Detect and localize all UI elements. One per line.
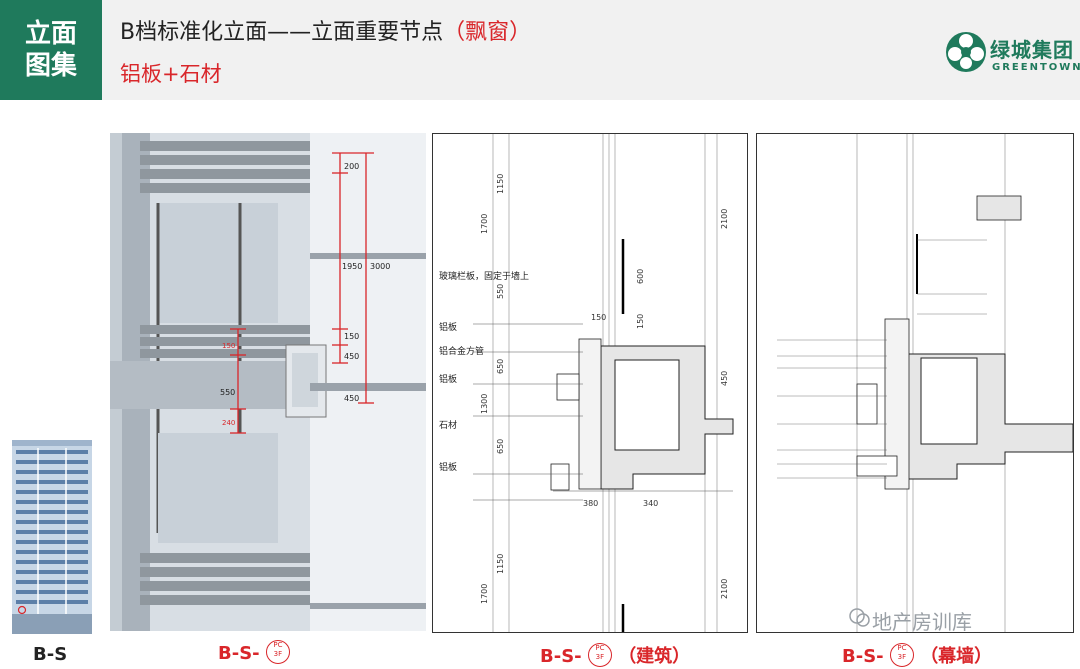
arch-dim-h150: 150 bbox=[591, 313, 606, 322]
curtain-wall-section-drawing bbox=[756, 133, 1074, 633]
render-dim-150b: 150 bbox=[222, 342, 235, 350]
arch-dim-150: 150 bbox=[636, 314, 645, 329]
building-thumbnail bbox=[12, 440, 92, 634]
arch-dim-2100a: 2100 bbox=[720, 209, 729, 229]
render-dim-550: 550 bbox=[220, 388, 235, 397]
curtain-caption-suffix: （幕墙） bbox=[920, 646, 993, 667]
arch-dim-1150a: 1150 bbox=[496, 174, 505, 194]
arch-dim-h380: 380 bbox=[583, 499, 598, 508]
arch-dim-h340: 340 bbox=[643, 499, 658, 508]
arch-caption-prefix: B-S- bbox=[540, 646, 582, 667]
arch-dim-1150b: 1150 bbox=[496, 554, 505, 574]
arch-dim-1700b: 1700 bbox=[480, 584, 489, 604]
arch-dim-1300: 1300 bbox=[480, 394, 489, 414]
arch-label-alu-tube: 铝合金方管 bbox=[439, 345, 484, 357]
arch-label-alu1: 铝板 bbox=[439, 321, 457, 333]
render-dim-1950: 1950 bbox=[342, 262, 362, 271]
watermark-text: 地产房训库 bbox=[872, 610, 972, 634]
render-dim-150: 150 bbox=[344, 332, 359, 341]
section-tag: 立面 图集 bbox=[0, 0, 102, 100]
logo-text-en: GREENTOWN bbox=[992, 62, 1080, 73]
architectural-section-drawing: 玻璃栏板，固定于墙上 铝板 铝合金方管 铝板 石材 铝板 1150 1700 5… bbox=[432, 133, 748, 633]
render-section-view: 200 1950 3000 150 450 550 450 150 240 bbox=[110, 133, 426, 631]
arch-dim-650a: 650 bbox=[496, 359, 505, 374]
arch-caption-suffix: （建筑） bbox=[618, 646, 691, 667]
header-bar bbox=[102, 0, 1080, 100]
render-dim-450a: 450 bbox=[344, 352, 359, 361]
arch-label-stone: 石材 bbox=[439, 419, 457, 431]
render-dim-3000: 3000 bbox=[370, 262, 390, 271]
render-dim-240: 240 bbox=[222, 419, 235, 427]
building-caption: B-S bbox=[33, 644, 68, 665]
arch-dim-2100b: 2100 bbox=[720, 579, 729, 599]
arch-dim-600: 600 bbox=[636, 269, 645, 284]
wechat-icon bbox=[849, 608, 870, 627]
arch-label-alu3: 铝板 bbox=[439, 461, 457, 473]
curtain-caption-prefix: B-S- bbox=[842, 646, 884, 667]
arch-label-alu2: 铝板 bbox=[439, 373, 457, 385]
greentown-logo-icon bbox=[946, 32, 986, 72]
logo-text-cn: 绿城集团 bbox=[990, 38, 1074, 62]
arch-label-glass-rail: 玻璃栏板，固定于墙上 bbox=[439, 270, 529, 282]
arch-dim-550: 550 bbox=[496, 284, 505, 299]
page-title-main: B档标准化立面——立面重要节点 bbox=[120, 20, 444, 45]
section-tag-line2: 图集 bbox=[24, 51, 77, 81]
arch-dim-1700a: 1700 bbox=[480, 214, 489, 234]
render-dim-450b: 450 bbox=[344, 394, 359, 403]
page-title-highlight: （飘窗） bbox=[443, 20, 532, 45]
page-subtitle: 铝板+石材 bbox=[120, 62, 222, 86]
page-title: B档标准化立面——立面重要节点（飘窗） bbox=[120, 14, 531, 46]
arch-dim-450: 450 bbox=[720, 371, 729, 386]
section-tag-line1: 立面 bbox=[24, 19, 77, 49]
render-dim-200: 200 bbox=[344, 162, 359, 171]
arch-dim-650b: 650 bbox=[496, 439, 505, 454]
render-caption-prefix: B-S- bbox=[218, 643, 260, 664]
